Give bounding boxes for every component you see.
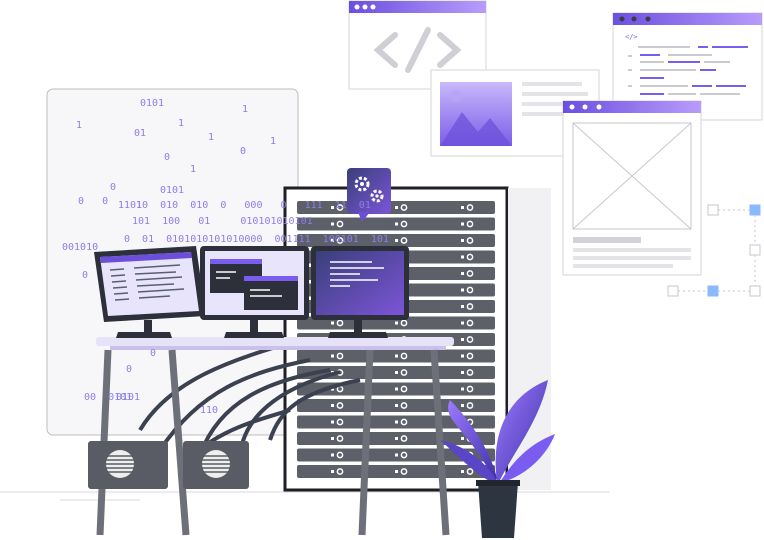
rack-dot [461,387,464,391]
rack-dot [395,420,398,424]
rack-led [400,204,408,211]
rack-dot [395,470,398,473]
monitor-center [200,246,309,338]
rack-dot [331,420,334,424]
rack-led [336,319,344,327]
rack-led [466,220,474,228]
rack-dot [461,239,464,242]
rack-dot [395,371,398,374]
rack-led [400,369,408,376]
wireframe-window [562,100,702,276]
rack-dot [461,288,464,292]
rack-dot [331,437,334,440]
rack-led [466,369,474,376]
rack-led [400,220,408,228]
rack-dot [461,354,464,358]
rack-led [466,385,474,393]
code-window-label: </> [625,33,638,41]
potted-plant [440,380,555,538]
gear-icon [347,168,391,222]
rack-dot [461,404,464,407]
rack-dot [461,305,464,308]
rack-dot [395,453,398,457]
rack-led [466,237,474,244]
rack-dot [331,453,334,457]
rack-led [336,435,344,442]
rack-dot [331,387,334,391]
rack-dot [461,206,464,209]
rack-led [336,402,344,409]
rack-led [336,352,344,360]
rack-dot [461,338,464,341]
rack-led [400,237,408,244]
rack-led [400,418,408,426]
monitor-right [311,246,409,338]
rack-dot [331,239,334,242]
rack-led [336,204,344,211]
rack-led [466,253,474,261]
rack-led [400,385,408,393]
rack-dot [331,222,334,226]
rack-led [466,303,474,310]
rack-led [336,451,344,459]
rack-led [466,352,474,360]
rack-dot [395,206,398,209]
rack-dot [395,404,398,407]
rack-dot [461,437,464,440]
connector-nodes [667,204,761,297]
rack-led [466,319,474,327]
rack-dot [461,222,464,226]
rack-dot [395,239,398,242]
rack-led [336,220,344,228]
rack-led [400,468,408,475]
rack-led [400,352,408,360]
rack-led [466,270,474,277]
rack-led [336,237,344,244]
rack-dot [395,354,398,358]
rack-dot [461,470,464,473]
rack-led [400,319,408,327]
rack-led [466,336,474,343]
rack-dot [331,404,334,407]
rack-dot [461,272,464,275]
rack-dot [331,321,334,325]
rack-led [400,451,408,459]
rack-dot [395,387,398,391]
rack-led [466,286,474,294]
rack-led [466,204,474,211]
rack-led [336,418,344,426]
rack-dot [461,255,464,259]
rack-dot [395,437,398,440]
rack-led [466,402,474,409]
rack-dot [395,321,398,325]
rack-led [466,468,474,475]
rack-dot [331,354,334,358]
rack-dot [461,371,464,374]
rack-dot [461,321,464,325]
floor-fans [88,441,249,489]
rack-dot [395,222,398,226]
rack-dot [331,206,334,209]
rack-led [400,435,408,442]
desk [96,337,454,536]
monitor-left [94,246,206,338]
rack-led [400,402,408,409]
rack-led [336,468,344,475]
rack-dot [331,470,334,473]
